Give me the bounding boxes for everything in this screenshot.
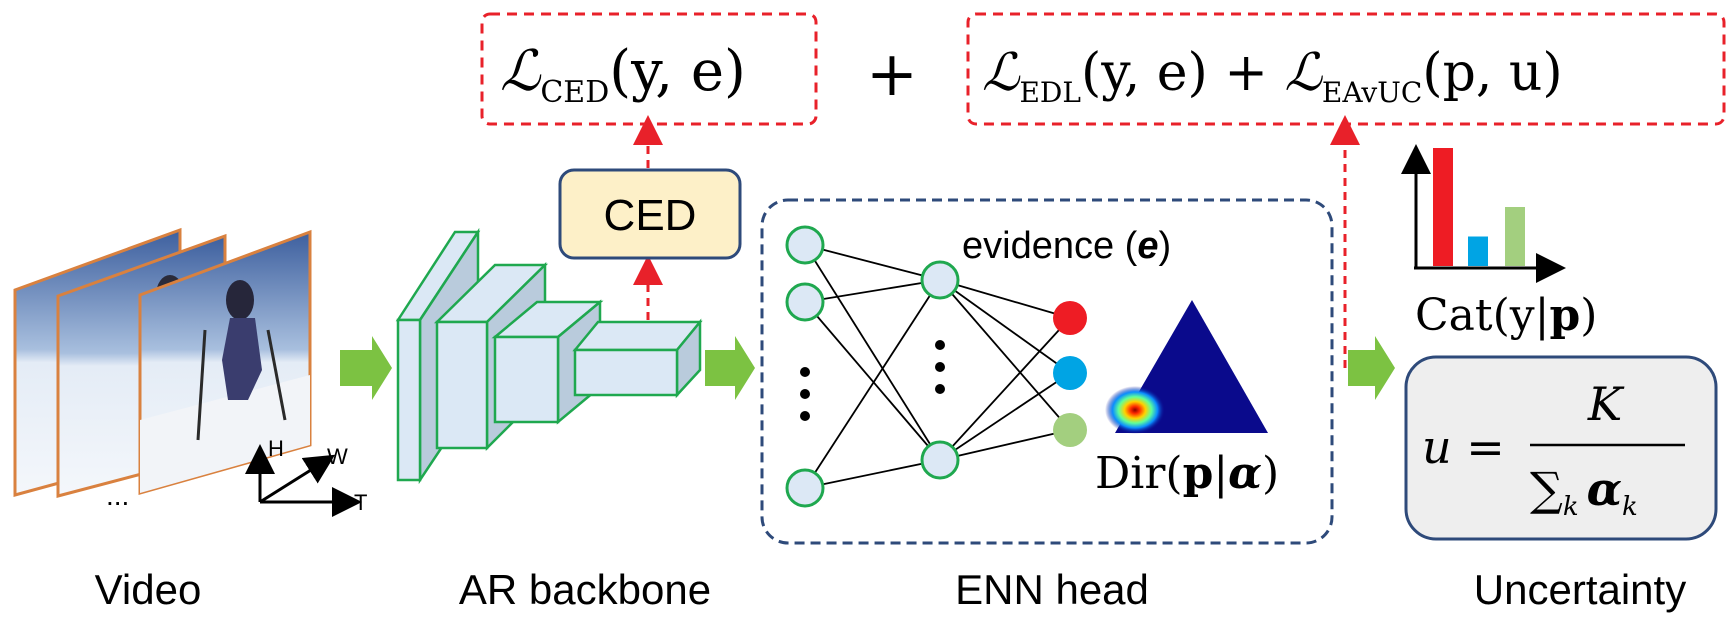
edl-loss-subscript: EDL xyxy=(1019,76,1080,109)
categorical-p: p xyxy=(1549,290,1580,341)
dirichlet-formula: Dir(p|α) xyxy=(1095,448,1279,499)
hwt-axes xyxy=(245,444,362,517)
input-neuron-2 xyxy=(785,282,825,322)
eavuc-loss-subscript: EAvUC xyxy=(1322,76,1422,109)
loss-plus: + xyxy=(866,37,918,110)
hidden-neuron-1 xyxy=(920,260,960,300)
flow-arrow-backbone-to-enn xyxy=(705,336,755,400)
edl-eavuc-loss-formula: ℒEDL(y, e) + ℒEAvUC(p, u) xyxy=(982,43,1563,109)
uncertainty-alpha: α xyxy=(1587,462,1622,516)
evidence-node-red xyxy=(1053,301,1087,335)
axis-h-label: H xyxy=(268,436,284,461)
video-frames: ... xyxy=(13,227,312,511)
evidence-symbol: e xyxy=(1137,225,1158,267)
flow-arrow-video-to-backbone xyxy=(340,336,392,400)
categorical-formula: Cat(y|p) xyxy=(1415,290,1597,341)
uncertainty-lhs: u = xyxy=(1422,420,1505,474)
dirichlet-bar: | xyxy=(1213,448,1228,499)
hidden-neuron-2 xyxy=(920,440,960,480)
frames-ellipsis: ... xyxy=(106,480,129,511)
categorical-bar-green xyxy=(1505,207,1525,266)
evidence-label-text: evidence ( xyxy=(962,225,1138,267)
evidence-node-blue xyxy=(1053,356,1087,390)
enn-vertical-ellipsis xyxy=(800,340,945,421)
enn-connections xyxy=(804,244,1071,489)
evidence-node-green xyxy=(1053,413,1087,447)
eavuc-loss-args: (p, u) xyxy=(1422,43,1562,103)
ced-label: CED xyxy=(604,191,697,240)
uncertainty-sum-sub: k xyxy=(1563,492,1579,522)
ced-loss-box xyxy=(480,12,818,126)
input-neuron-1 xyxy=(785,225,825,265)
evidence-label: evidence (e) xyxy=(962,225,1171,267)
edl-loss-args: (y, e) + xyxy=(1081,43,1285,103)
video-frame-front xyxy=(138,229,312,495)
axis-w-label: W xyxy=(327,444,348,469)
uncertainty-alpha-sub: k xyxy=(1622,492,1638,522)
categorical-bar-red xyxy=(1433,148,1453,266)
enn-head-box xyxy=(760,198,1334,545)
categorical-close: ) xyxy=(1580,290,1597,341)
categorical-prefix: Cat(y| xyxy=(1415,290,1549,341)
ar-backbone-blocks xyxy=(395,227,703,485)
flow-arrow-enn-to-uncertainty xyxy=(1348,336,1395,400)
uncertainty-sum: ∑ xyxy=(1530,462,1563,516)
input-neuron-3 xyxy=(785,468,825,508)
label-enn-head: ENN head xyxy=(955,566,1149,613)
dirichlet-close: ) xyxy=(1262,448,1279,499)
label-ar-backbone: AR backbone xyxy=(459,566,711,613)
edl-loss-script: ℒ xyxy=(982,43,1021,103)
dirichlet-alpha: α xyxy=(1228,448,1262,499)
label-video: Video xyxy=(95,566,202,613)
eavuc-loss-script: ℒ xyxy=(1284,43,1323,103)
ced-box xyxy=(558,168,742,260)
evidence-label-close: ) xyxy=(1158,225,1171,267)
uncertainty-numerator: K xyxy=(1587,377,1625,431)
label-uncertainty: Uncertainty xyxy=(1474,566,1686,613)
categorical-chart xyxy=(1401,144,1566,283)
ced-loss-args: (y, e) xyxy=(609,39,746,104)
dirichlet-p: p xyxy=(1183,448,1214,499)
dirichlet-prefix: Dir( xyxy=(1095,448,1183,499)
ced-loss-subscript: CED xyxy=(540,75,609,110)
ced-loss-formula: ℒCED(y, e) xyxy=(500,39,746,110)
dirichlet-simplex xyxy=(1105,300,1268,434)
uncertainty-box xyxy=(1404,355,1718,541)
axis-t-label: T xyxy=(354,490,367,515)
ced-loss-script: ℒ xyxy=(500,39,542,104)
enn-neurons xyxy=(785,225,960,508)
categorical-bar-blue xyxy=(1468,236,1488,266)
